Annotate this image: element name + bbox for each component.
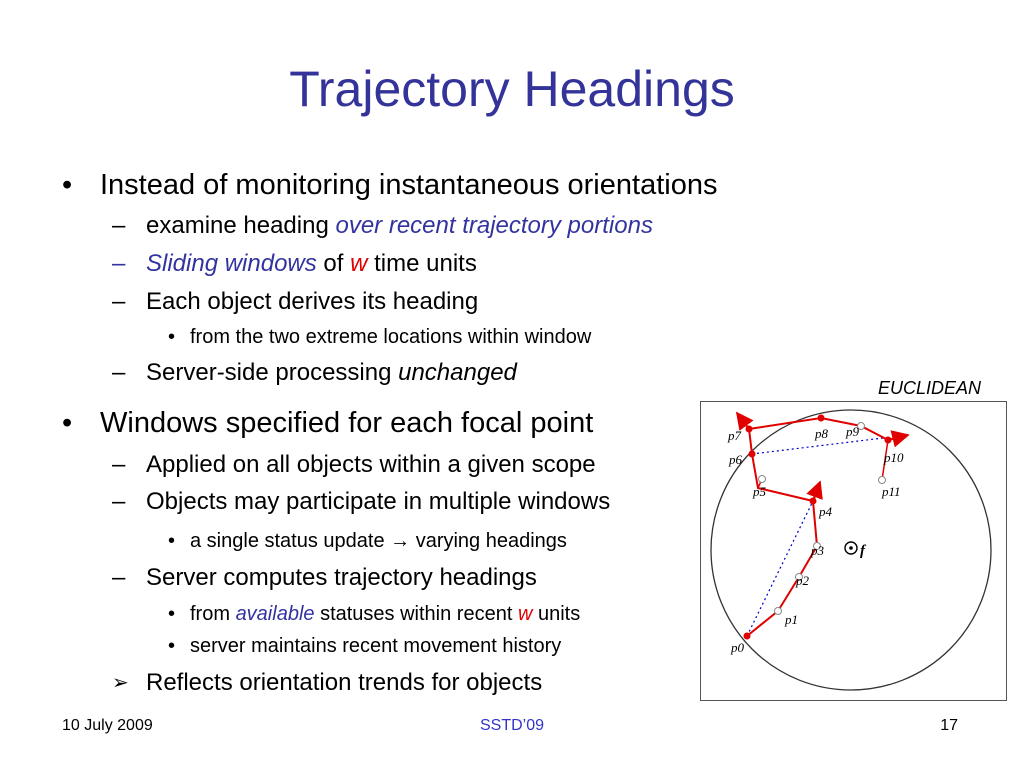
label-p1: p1 <box>784 612 798 627</box>
subsubbullet-available-statuses: • from available statuses within recent … <box>168 603 581 625</box>
subbullet-text: Each object derives its heading <box>146 288 479 315</box>
point-p3 <box>813 542 821 550</box>
subbullet-text: Server-side processing <box>146 359 399 386</box>
w-variable: w <box>517 603 533 625</box>
label-p5: p5 <box>752 484 767 499</box>
trajectory-diagram-svg: f p0 p1 p2 p3 p4 p5 p6 p7 p8 p9 p10 p11 <box>710 409 992 691</box>
subbullet-server-side: – Server-side processing unchanged <box>112 359 517 386</box>
slide-title: Trajectory Headings <box>289 61 735 117</box>
dash-icon: – <box>112 451 126 478</box>
subbullet-text: time units <box>367 250 477 277</box>
point-p8 <box>817 414 825 422</box>
label-p10: p10 <box>883 450 904 465</box>
subbullet-accent-text: Sliding windows <box>146 250 317 277</box>
label-p8: p8 <box>814 426 829 441</box>
point-p0 <box>743 632 751 640</box>
subbullet-accent-text: over recent trajectory portions <box>335 212 653 239</box>
bullet-dot-icon: • <box>62 169 73 201</box>
subsubbullet-extreme-locations: • from the two extreme locations within … <box>168 326 592 348</box>
dash-icon: – <box>112 250 126 277</box>
label-p0: p0 <box>730 640 745 655</box>
footer-page-number: 17 <box>940 717 958 734</box>
right-arrow-icon: → <box>390 530 411 552</box>
subbullet-text: of <box>316 250 351 277</box>
scope-circle <box>710 409 992 691</box>
label-p9: p9 <box>845 424 860 439</box>
bullet-text: Instead of monitoring instantaneous orie… <box>100 169 718 201</box>
label-p11: p11 <box>881 484 901 499</box>
subsubbullet-single-update: • a single status update → varying headi… <box>168 530 567 552</box>
label-p6: p6 <box>728 452 743 467</box>
subbullet-multiple-windows: – Objects may participate in multiple wi… <box>112 488 611 515</box>
bullet-dot-icon: • <box>168 530 176 552</box>
point-p2 <box>795 573 803 581</box>
subsubbullet-text: units <box>532 603 581 625</box>
subsubbullet-text: a single status update <box>190 530 391 552</box>
subbullet-reflects-trends: ➢ Reflects orientation trends for object… <box>112 669 543 696</box>
subbullet-text: Applied on all objects within a given sc… <box>146 451 596 478</box>
w-variable: w <box>350 250 368 277</box>
subbullet-text: Server computes trajectory headings <box>146 564 537 591</box>
subbullet-text: Reflects orientation trends for objects <box>146 669 543 696</box>
point-p7 <box>745 425 753 433</box>
point-p1 <box>774 607 782 615</box>
subsubbullet-text: statuses within recent <box>314 603 518 625</box>
focal-point-icon <box>844 541 858 555</box>
trajectory-path <box>746 500 819 637</box>
bullet-monitoring: • Instead of monitoring instantaneous or… <box>62 169 718 202</box>
subbullet-derives-heading: – Each object derives its heading <box>112 288 479 315</box>
subbullet-examine-heading: – examine heading over recent trajectory… <box>112 212 653 239</box>
bullet-dot-icon: • <box>168 603 176 625</box>
subsubbullet-accent-text: available <box>235 603 315 625</box>
subbullet-text: examine heading <box>146 212 336 239</box>
subsubbullet-text: varying headings <box>410 530 567 552</box>
subsubbullet-movement-history: • server maintains recent movement histo… <box>168 635 562 657</box>
subbullet-server-computes: – Server computes trajectory headings <box>112 564 537 591</box>
subbullet-text: Objects may participate in multiple wind… <box>146 488 611 515</box>
bullet-text: Windows specified for each focal point <box>100 407 594 439</box>
diagram-label: EUCLIDEAN <box>878 378 982 398</box>
label-p2: p2 <box>795 573 810 588</box>
bullet-dot-icon: • <box>168 326 176 348</box>
window-line <box>751 437 884 455</box>
subsubbullet-text: from <box>190 603 236 625</box>
bullet-windows-focal: • Windows specified for each focal point <box>62 407 594 440</box>
label-p7: p7 <box>727 428 742 443</box>
point-p10 <box>884 436 892 444</box>
trajectory-diagram: f p0 p1 p2 p3 p4 p5 p6 p7 p8 p9 p10 p11 <box>700 401 1007 701</box>
focal-point-label: f <box>860 543 867 559</box>
point-p4 <box>809 497 817 505</box>
subbullet-applied-scope: – Applied on all objects within a given … <box>112 451 596 478</box>
dash-icon: – <box>112 488 126 515</box>
subsubbullet-text: from the two extreme locations within wi… <box>190 326 592 348</box>
point-p6 <box>748 450 756 458</box>
footer-date: 10 July 2009 <box>62 717 153 734</box>
subsubbullet-text: server maintains recent movement history <box>190 635 562 657</box>
focal-point-dot <box>849 546 853 550</box>
subbullet-sliding-windows: – Sliding windows of w time units <box>112 250 477 277</box>
point-p11 <box>878 476 886 484</box>
trajectory-path <box>881 439 889 481</box>
arrow-bullet-icon: ➢ <box>112 672 129 694</box>
dash-icon: – <box>112 359 126 386</box>
point-p5 <box>758 475 766 483</box>
dash-icon: – <box>112 564 126 591</box>
dash-icon: – <box>112 288 126 315</box>
label-p4: p4 <box>818 504 833 519</box>
bullet-dot-icon: • <box>62 407 73 439</box>
bullet-dot-icon: • <box>168 635 176 657</box>
label-p3: p3 <box>810 543 825 558</box>
window-line <box>746 500 814 637</box>
footer-venue: SSTD’09 <box>479 717 545 734</box>
dash-icon: – <box>112 212 126 239</box>
subbullet-italic-text: unchanged <box>398 359 517 386</box>
point-p9 <box>857 422 865 430</box>
